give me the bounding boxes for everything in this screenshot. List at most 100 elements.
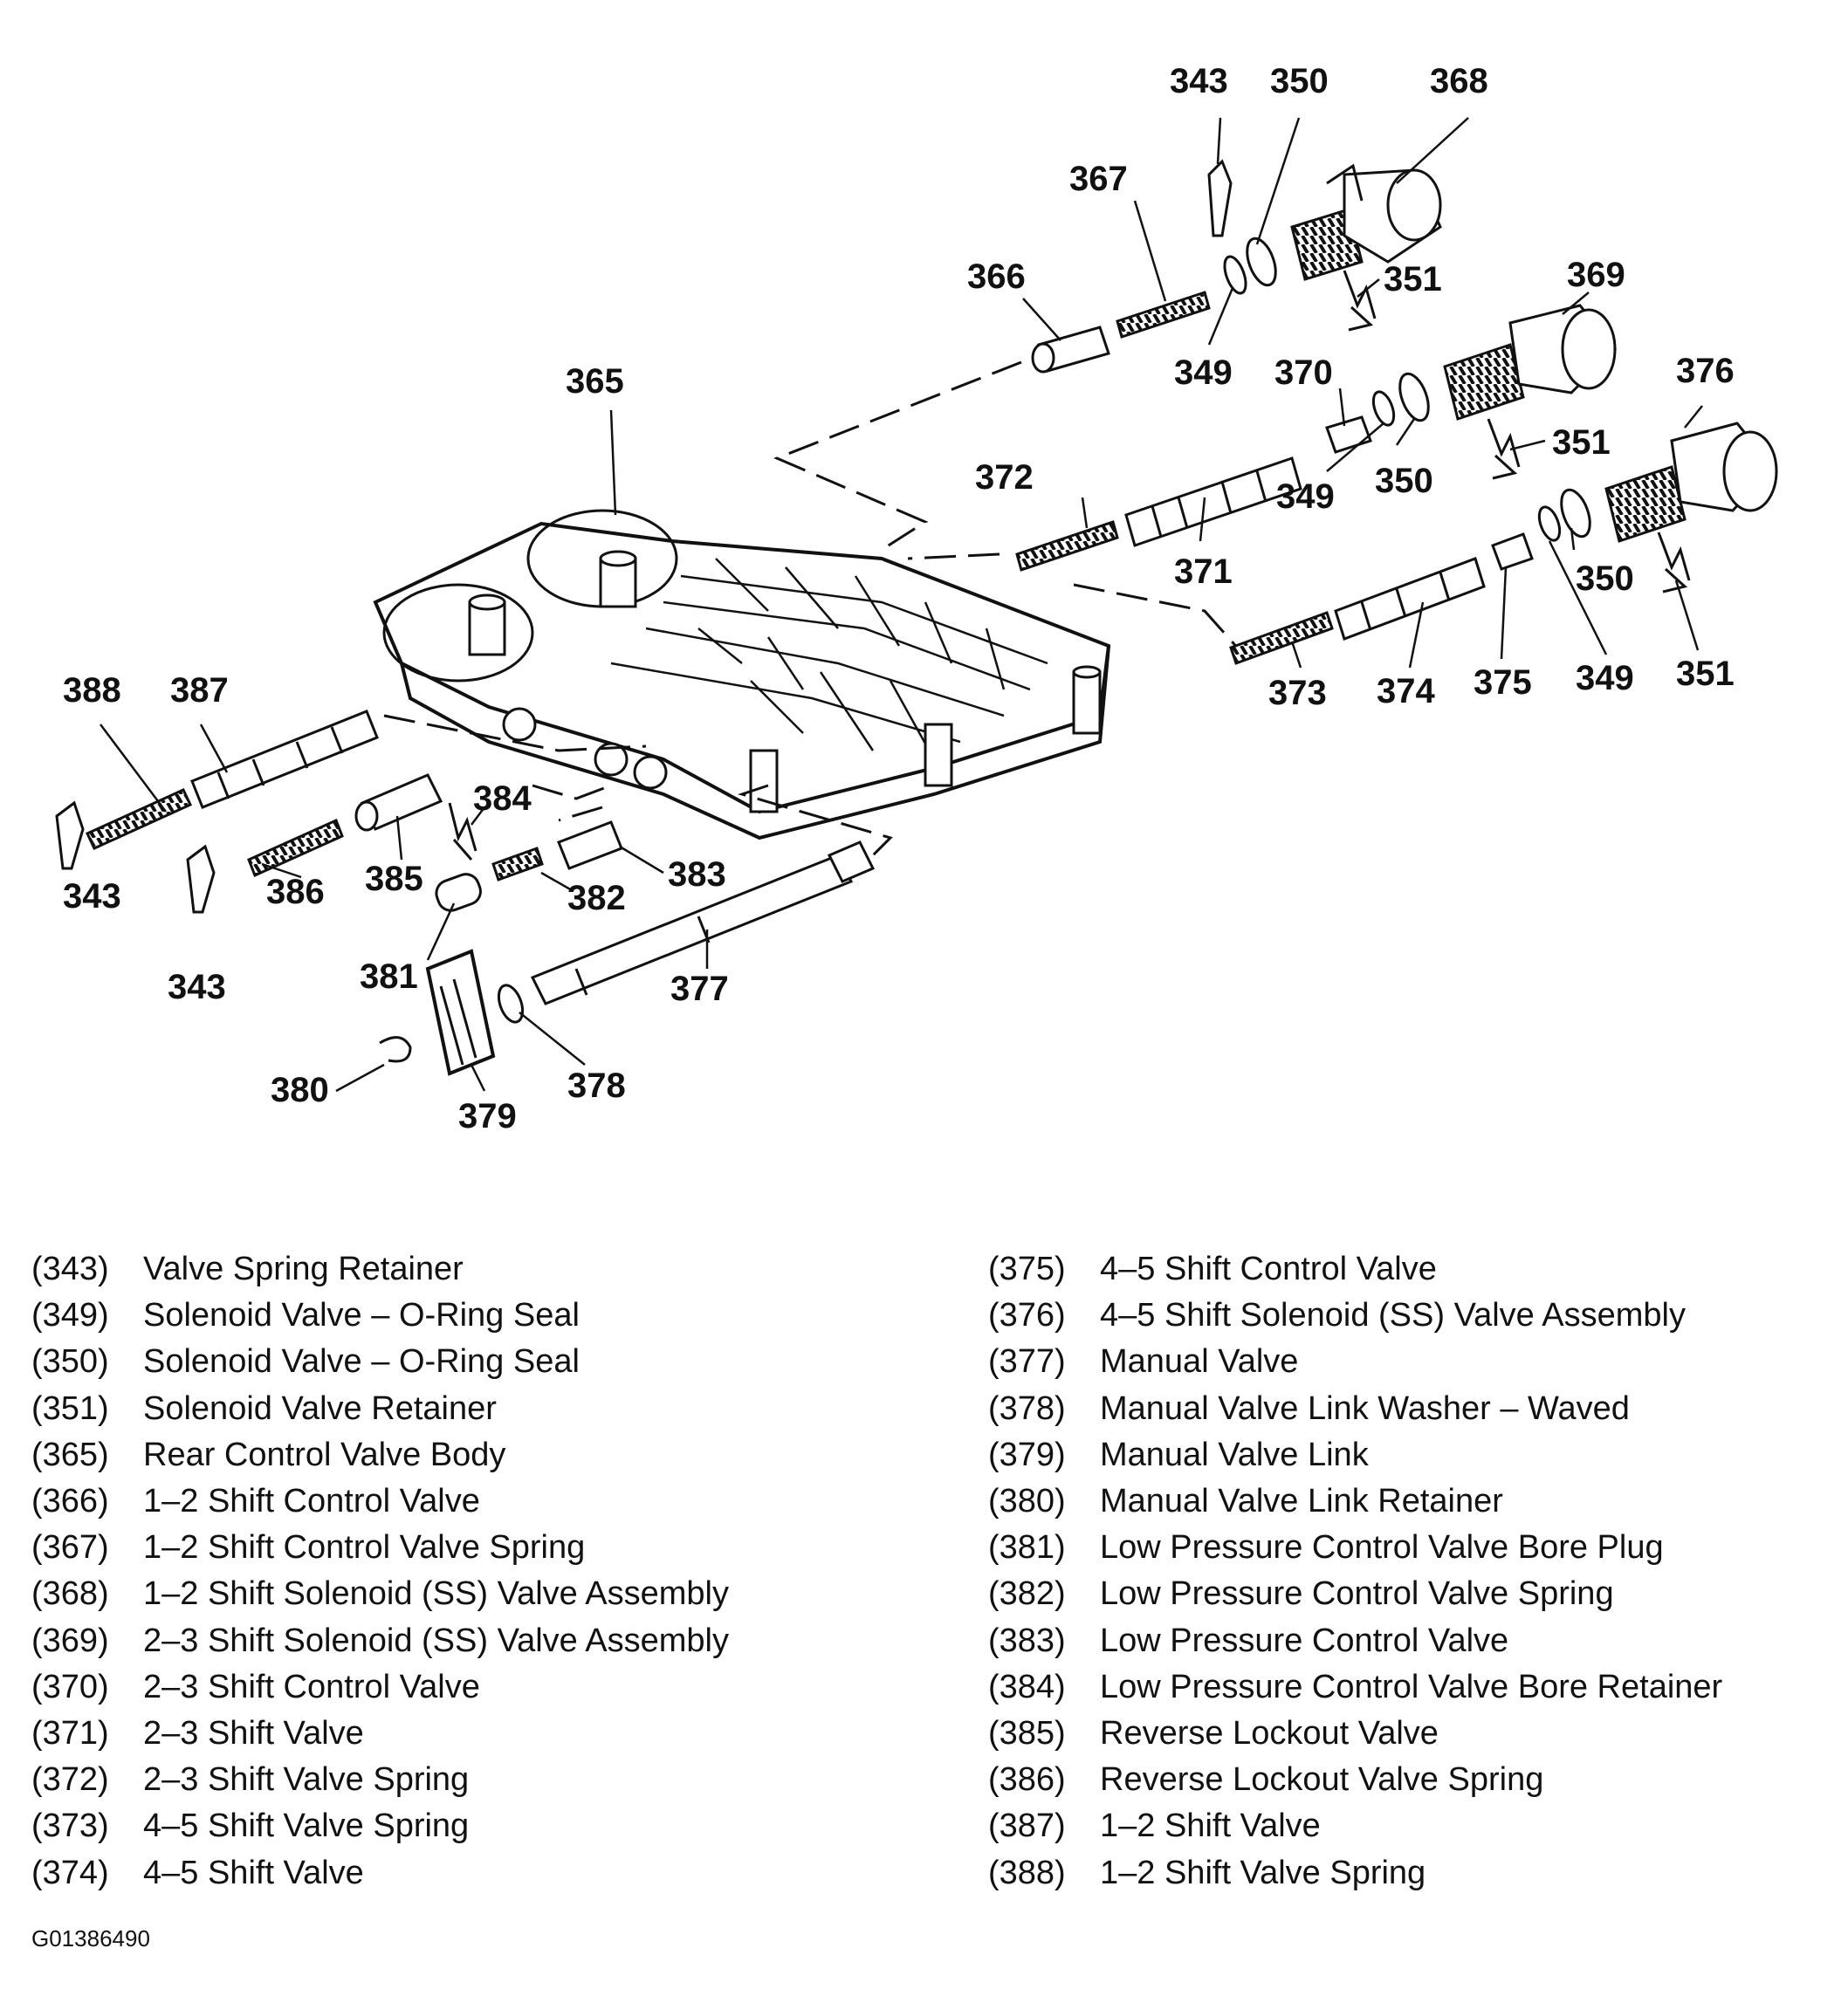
legend-number: (371): [31, 1714, 109, 1752]
oring-350-c: [1560, 488, 1591, 538]
spring-386: [247, 818, 344, 878]
callout-349-mid: 349: [1276, 477, 1335, 516]
valve-370: [1325, 415, 1372, 454]
legend-description: Solenoid Valve – O-Ring Seal: [143, 1343, 580, 1381]
callout-386: 386: [266, 873, 325, 911]
legend-number: (384): [988, 1668, 1066, 1705]
legend-item: (366)1–2 Shift Control Valve: [31, 1478, 729, 1525]
callout-349-top: 349: [1174, 353, 1233, 392]
legend-number: (382): [988, 1575, 1066, 1613]
legend-description: Solenoid Valve Retainer: [143, 1389, 497, 1427]
legend-item: (386)Reverse Lockout Valve Spring: [988, 1757, 1722, 1803]
legend-item: (376)4–5 Shift Solenoid (SS) Valve Assem…: [988, 1293, 1722, 1339]
link-379: [425, 949, 496, 1076]
legend-number: (374): [31, 1854, 109, 1891]
callout-369: 369: [1567, 256, 1625, 294]
legend-item: (387) 1–2 Shift Valve: [988, 1803, 1722, 1849]
valve-366: [1031, 326, 1110, 374]
legend-number: (370): [31, 1668, 109, 1705]
callout-351-mid: 351: [1552, 423, 1611, 462]
legend-description: 1–2 Shift Valve Spring: [1100, 1854, 1426, 1891]
retainer-343-top: [1207, 159, 1233, 237]
alignment-dashed-lines: [383, 360, 1241, 866]
legend-description: 2–3 Shift Valve: [143, 1714, 364, 1752]
legend-item: (385) Reverse Lockout Valve: [988, 1711, 1722, 1757]
legend-description: Solenoid Valve – O-Ring Seal: [143, 1297, 580, 1334]
legend-number: (351): [31, 1389, 109, 1427]
legend-number: (367): [31, 1529, 109, 1567]
legend-number: (386): [988, 1761, 1066, 1799]
callout-351-low: 351: [1676, 655, 1735, 693]
legend-description: 2–3 Shift Solenoid (SS) Valve Assembly: [143, 1622, 729, 1659]
callout-351-top: 351: [1384, 260, 1442, 298]
callout-350-mid: 350: [1375, 462, 1433, 500]
legend-item: (374) 4–5 Shift Valve: [31, 1849, 729, 1896]
retainer-351-b: [1487, 418, 1521, 480]
valve-387: [190, 710, 379, 809]
callout-382: 382: [567, 879, 626, 917]
callout-376: 376: [1676, 352, 1735, 390]
retainer-343-left: [55, 800, 85, 870]
washer-378: [497, 984, 525, 1024]
callout-373: 373: [1268, 674, 1327, 712]
legend-left-column: (343)Valve Spring Retainer (349)Solenoid…: [31, 1246, 729, 1897]
callout-350-top: 350: [1270, 62, 1329, 100]
legend-item: (349)Solenoid Valve – O-Ring Seal: [31, 1293, 729, 1339]
legend-description: 2–3 Shift Valve Spring: [143, 1761, 470, 1799]
oring-349-c: [1537, 505, 1562, 542]
callout-350-low: 350: [1576, 559, 1634, 598]
solenoid-369: [1443, 304, 1618, 421]
legend-right-column: (375)4–5 Shift Control Valve (376)4–5 Sh…: [988, 1246, 1722, 1897]
callout-380: 380: [271, 1071, 329, 1109]
spring-373: [1229, 611, 1334, 665]
callout-343-left: 343: [63, 877, 121, 916]
legend-number: (372): [31, 1761, 109, 1799]
legend-item: (377)Manual Valve: [988, 1339, 1722, 1385]
legend-item: (370)2–3 Shift Control Valve: [31, 1664, 729, 1711]
retainer-384: [448, 802, 477, 861]
callout-383: 383: [668, 855, 726, 894]
legend-number: (373): [31, 1808, 109, 1845]
legend-item: (343)Valve Spring Retainer: [31, 1246, 729, 1293]
callout-370: 370: [1274, 353, 1333, 392]
legend-item: (380)Manual Valve Link Retainer: [988, 1478, 1722, 1525]
spring-367: [1116, 291, 1211, 339]
spring-382: [491, 847, 544, 881]
oring-350-a: [1246, 237, 1277, 287]
legend-description: 4–5 Shift Valve: [143, 1854, 364, 1891]
figure-id: G01386490: [31, 1925, 150, 1952]
legend-description: Manual Valve Link Washer – Waved: [1100, 1389, 1630, 1427]
legend-number: (388): [988, 1854, 1066, 1891]
legend-item: (379)Manual Valve Link: [988, 1432, 1722, 1478]
legend-number: (385): [988, 1714, 1066, 1752]
legend-description: 1–2 Shift Valve: [1100, 1808, 1321, 1845]
callout-375: 375: [1474, 663, 1532, 702]
legend-description: 1–2 Shift Control Valve Spring: [143, 1529, 586, 1567]
oring-350-b: [1398, 372, 1430, 422]
legend-item: (365)Rear Control Valve Body: [31, 1432, 729, 1478]
callout-366: 366: [967, 257, 1026, 296]
legend-number: (365): [31, 1436, 109, 1473]
legend-description: 4–5 Shift Valve Spring: [143, 1808, 470, 1845]
legend-item: (383)Low Pressure Control Valve: [988, 1618, 1722, 1664]
callout-385: 385: [365, 860, 423, 898]
legend-description: Reverse Lockout Valve: [1100, 1714, 1439, 1752]
legend-number: (376): [988, 1297, 1066, 1334]
callouts: 343 350 368 367 366 351 369 349 370 365 …: [63, 62, 1735, 1135]
valve-371: [1124, 456, 1302, 547]
legend-number: (378): [988, 1389, 1066, 1427]
legend-number: (369): [31, 1622, 109, 1659]
solenoid-376: [1604, 422, 1778, 543]
manual-valve-377: [530, 840, 876, 1005]
legend-number: (387): [988, 1808, 1066, 1845]
legend-description: 4–5 Shift Control Valve: [1100, 1251, 1437, 1288]
callout-381: 381: [360, 957, 418, 996]
legend-description: Low Pressure Control Valve Bore Retainer: [1100, 1668, 1723, 1705]
spring-372: [1015, 520, 1119, 572]
legend-number: (380): [988, 1483, 1066, 1520]
legend-item: (373) 4–5 Shift Valve Spring: [31, 1803, 729, 1849]
legend-number: (377): [988, 1343, 1066, 1381]
legend-item: (378) Manual Valve Link Washer – Waved: [988, 1386, 1722, 1432]
callout-372: 372: [975, 458, 1034, 497]
callout-365: 365: [566, 362, 624, 401]
